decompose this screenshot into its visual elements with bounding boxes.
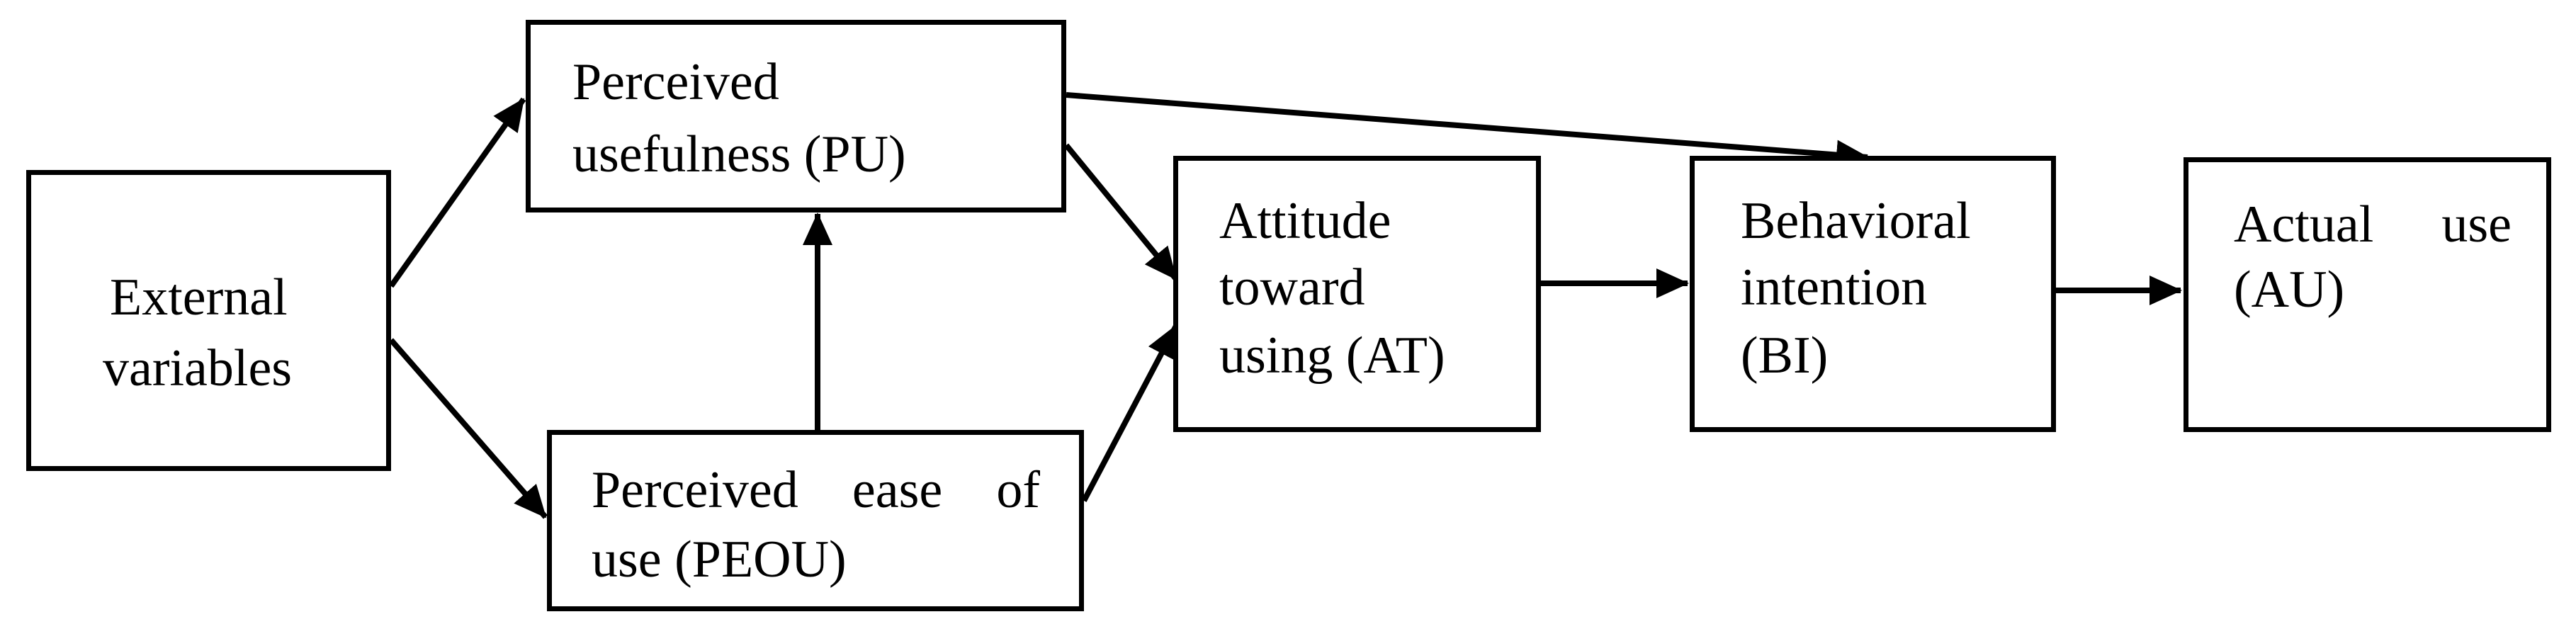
- arrow-external-to-peou: [388, 338, 548, 519]
- behavioral-intention-line1: Behavioral: [1741, 192, 1971, 250]
- actual-use-box: [2184, 157, 2551, 432]
- behavioral-intention-line2: intention: [1741, 259, 1928, 317]
- attitude-toward-using-box: [1173, 156, 1541, 432]
- peou-word-3: of: [996, 461, 1040, 519]
- perceived-ease-of-use-box: [547, 430, 1084, 611]
- external-variables-box: [26, 170, 391, 471]
- perceived-ease-of-use-line2: use (PEOU): [592, 531, 847, 589]
- arrow-external-to-pu: [388, 97, 526, 288]
- external-variables-line2: variables: [103, 339, 293, 397]
- actual-use-line1: Actual use: [2234, 198, 2512, 251]
- au-word-2: use: [2441, 195, 2512, 254]
- actual-use-line2: (AU): [2234, 261, 2345, 319]
- external-variables-line1: External: [110, 268, 288, 327]
- arrow-pu-to-at: [1063, 143, 1179, 281]
- perceived-usefulness-line2: usefulness (PU): [572, 125, 906, 183]
- attitude-line3: using (AT): [1219, 327, 1445, 385]
- behavioral-intention-box: [1690, 156, 2056, 432]
- perceived-ease-of-use-line1: Perceived ease of: [592, 464, 1040, 516]
- attitude-line1: Attitude: [1219, 192, 1391, 250]
- peou-word-1: Perceived: [592, 461, 798, 519]
- arrow-pu-to-bi: [1066, 92, 1869, 170]
- behavioral-intention-line3: (BI): [1741, 327, 1829, 385]
- au-word-1: Actual: [2234, 195, 2374, 254]
- attitude-line2: toward: [1219, 259, 1365, 317]
- arrow-peou-to-at: [1081, 324, 1179, 502]
- perceived-usefulness-box: [526, 20, 1066, 212]
- perceived-usefulness-line1: Perceived: [572, 53, 779, 111]
- peou-word-2: ease: [852, 461, 943, 519]
